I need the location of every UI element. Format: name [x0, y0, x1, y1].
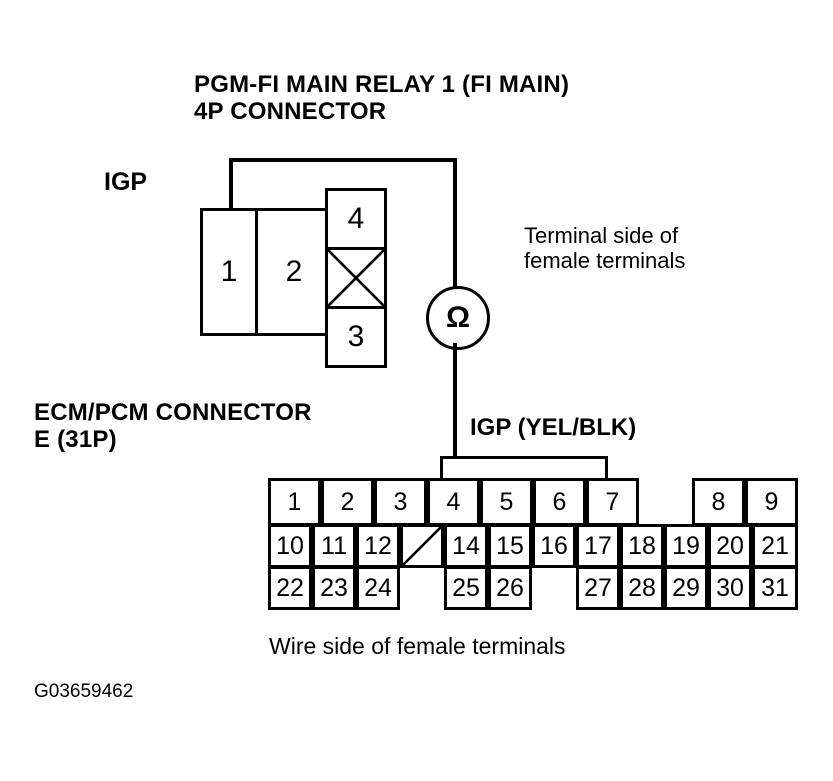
relay-title-line1: PGM-FI MAIN RELAY 1 (FI MAIN) [194, 71, 570, 98]
ecm-pin-15: 15 [488, 524, 532, 568]
relay-blank-cell-x-cross [325, 247, 387, 309]
ecm-pin-3-number: 3 [393, 487, 408, 516]
ohmmeter-symbol: Ω [426, 286, 490, 350]
figure-id-code: G03659462 [34, 681, 134, 702]
relay-pin-2: 2 [255, 208, 333, 336]
ecm-pin-23: 23 [312, 566, 356, 610]
ecm-pin-1-number: 1 [287, 487, 302, 516]
ecm-pin-2: 2 [321, 478, 374, 526]
ecm-pin-27: 27 [576, 566, 620, 610]
wire-drop-to-meter [453, 158, 457, 290]
ecm-pin-20: 20 [708, 524, 752, 568]
igp-terminal-label: IGP [104, 168, 148, 196]
ecm-pin-12-number: 12 [364, 531, 392, 560]
relay-pin-2-number: 2 [285, 255, 303, 288]
terminal-side-note-line1: Terminal side of [524, 223, 679, 248]
wire-top-bus [229, 158, 457, 162]
ecm-pin-25-number: 25 [452, 573, 480, 602]
ecm-pin-22: 22 [268, 566, 312, 610]
ecm-pin-11-number: 11 [321, 531, 347, 560]
ecm-pin-29: 29 [664, 566, 708, 610]
relay-connector-title: PGM-FI MAIN RELAY 1 (FI MAIN)4P CONNECTO… [194, 71, 570, 126]
ecm-pin-24-number: 24 [364, 573, 392, 602]
relay-pin-1-number: 1 [220, 255, 238, 288]
relay-pin-1: 1 [200, 208, 258, 336]
diagonal-slash-icon [403, 527, 441, 565]
ecm-pin-1: 1 [268, 478, 321, 526]
ecm-pin-9: 9 [745, 478, 798, 526]
ohm-glyph: Ω [445, 301, 471, 334]
ecm-pin-25: 25 [444, 566, 488, 610]
ecm-pin-17: 17 [576, 524, 620, 568]
ecm-pin-22-number: 22 [276, 573, 304, 602]
terminal-side-note-line2: female terminals [524, 247, 686, 273]
ecm-pin-19: 19 [664, 524, 708, 568]
ecm-pin-26: 26 [488, 566, 532, 610]
ecm-pin-29-number: 29 [672, 573, 700, 602]
ecm-pin-26-number: 26 [496, 573, 524, 602]
ecm-pin-5: 5 [480, 478, 533, 526]
ecm-pin-30: 30 [708, 566, 752, 610]
ecm-pin-16: 16 [532, 524, 576, 568]
wire-side-note: Wire side of female terminals [269, 633, 566, 659]
ecm-pin-4-number: 4 [446, 487, 461, 516]
ecm-pin-7-number: 7 [605, 487, 620, 516]
ecm-pin-30-number: 30 [716, 573, 744, 602]
wire-relay-riser [229, 158, 233, 210]
ecm-pin-8: 8 [692, 478, 745, 526]
ecm-pin-2-number: 2 [340, 487, 355, 516]
ecm-pin-19-number: 19 [672, 531, 700, 560]
ecm-blank-slot-diagonal [400, 524, 444, 568]
ecm-pin-6: 6 [533, 478, 586, 526]
ecm-pin-18: 18 [620, 524, 664, 568]
ecm-pin-8-number: 8 [711, 487, 726, 516]
ecm-pin-21-number: 21 [761, 531, 789, 560]
ecm-pin-24: 24 [356, 566, 400, 610]
x-cross-icon [328, 250, 384, 306]
ecm-pin-20-number: 20 [716, 531, 744, 560]
ecm-title-line1: ECM/PCM CONNECTOR [34, 399, 312, 426]
relay-pin-4-number: 4 [347, 202, 365, 235]
ecm-pin-27-number: 27 [584, 573, 612, 602]
ecm-pin4-wire-tab [440, 456, 608, 480]
ecm-pin-7: 7 [586, 478, 639, 526]
ecm-title-line2: E (31P) [34, 425, 117, 453]
ecm-pin-18-number: 18 [628, 531, 656, 560]
ecm-pin-12: 12 [356, 524, 400, 568]
relay-pin-3: 3 [325, 306, 387, 368]
ecm-pin-23-number: 23 [320, 573, 348, 602]
ecm-pin-31: 31 [752, 566, 798, 610]
ecm-pin-31-number: 31 [761, 573, 789, 602]
ecm-pin-9-number: 9 [764, 487, 779, 516]
wire-meter-to-ecm [453, 343, 457, 463]
igp-wire-color-label: IGP (YEL/BLK) [470, 414, 637, 441]
relay-pin-4: 4 [325, 188, 387, 250]
relay-pin-3-number: 3 [347, 320, 365, 353]
ecm-pin-21: 21 [752, 524, 798, 568]
ecm-pin-14: 14 [444, 524, 488, 568]
ecm-pin-5-number: 5 [499, 487, 514, 516]
ecm-pin-28-number: 28 [628, 573, 656, 602]
ecm-pin-10: 10 [268, 524, 312, 568]
ecm-pin-4: 4 [427, 478, 480, 526]
relay-title-line2: 4P CONNECTOR [194, 97, 387, 125]
ecm-pin-11: 11 [312, 524, 356, 568]
ecm-pin-3: 3 [374, 478, 427, 526]
ecm-pin-6-number: 6 [552, 487, 567, 516]
ecm-pin-28: 28 [620, 566, 664, 610]
ecm-pin-15-number: 15 [496, 531, 524, 560]
ecm-pin-17-number: 17 [584, 531, 612, 560]
ecm-pin-10-number: 10 [276, 531, 304, 560]
ecm-pin-14-number: 14 [452, 531, 480, 560]
ecm-pin-16-number: 16 [540, 531, 568, 560]
